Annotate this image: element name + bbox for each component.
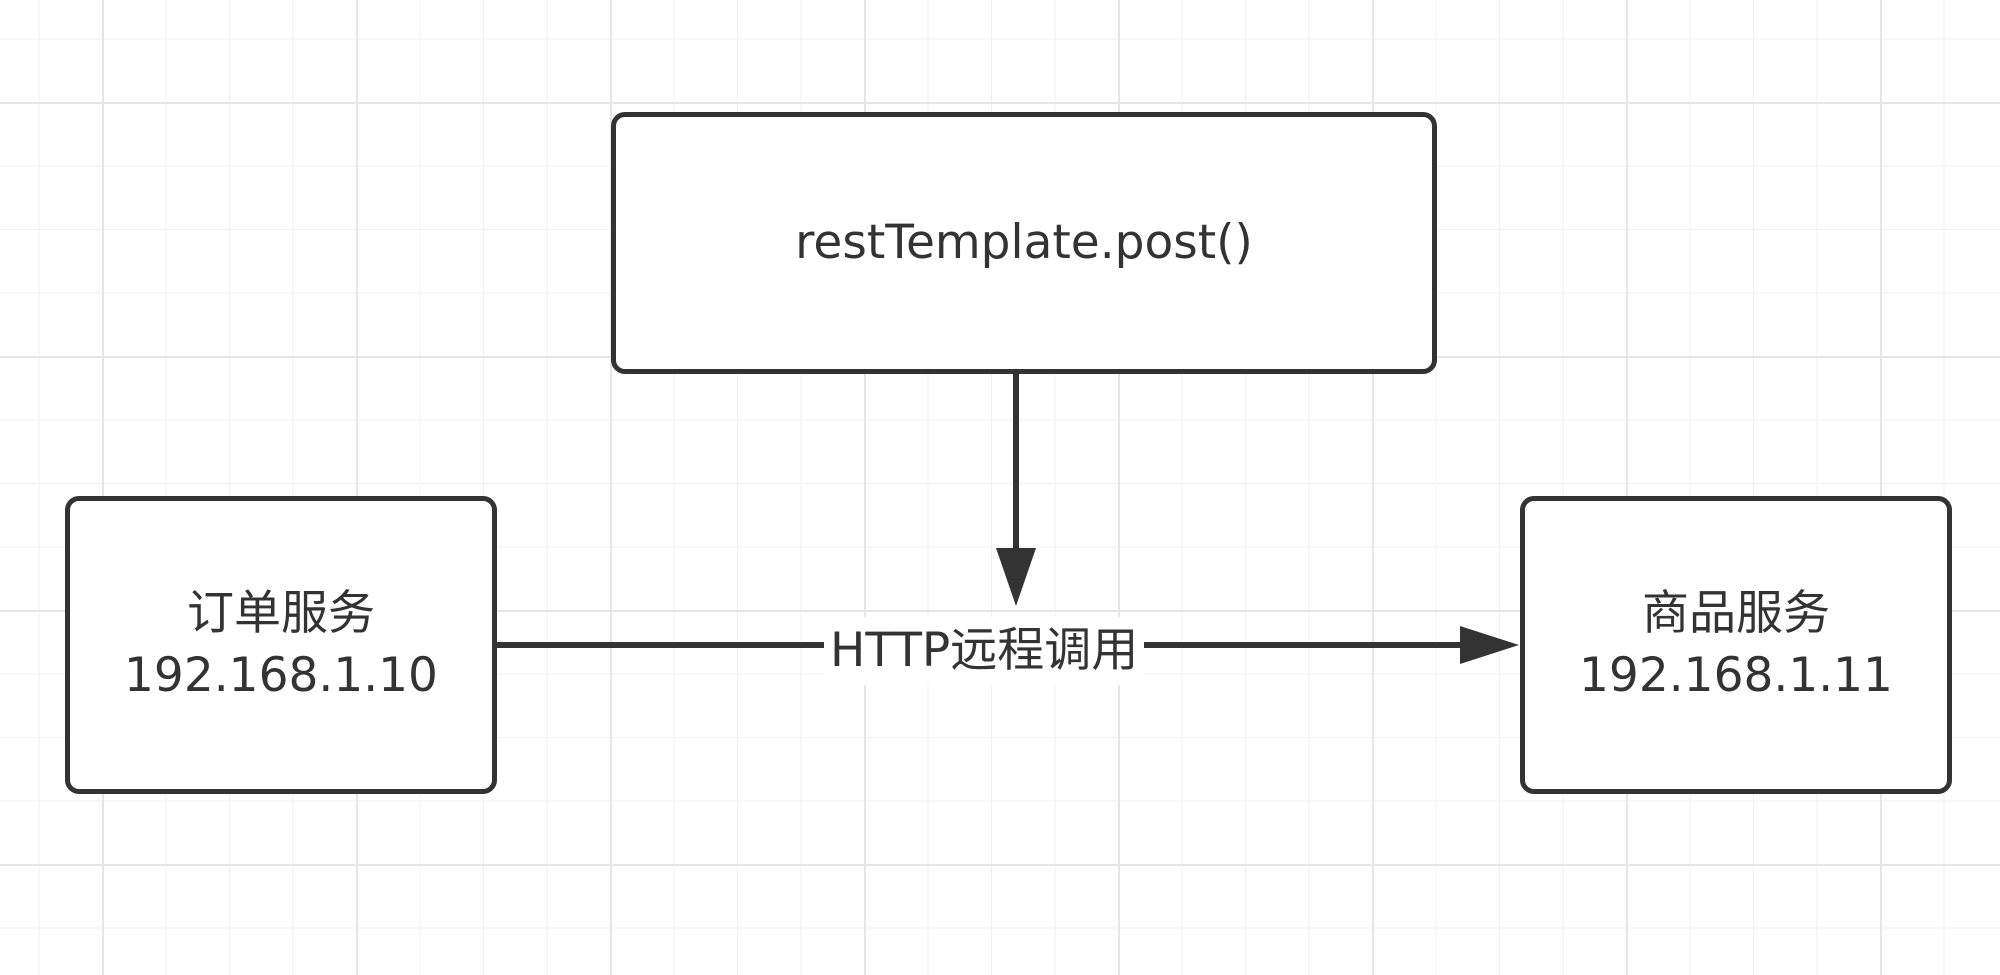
order-to-product-arrowhead — [1460, 626, 1519, 664]
order-service-ip: 192.168.1.10 — [124, 648, 438, 703]
product-service-ip: 192.168.1.11 — [1579, 648, 1893, 703]
order-service-name: 订单服务 — [187, 586, 375, 641]
method-node[interactable]: restTemplate.post() — [611, 112, 1437, 374]
method-to-call-arrowhead — [996, 548, 1036, 606]
product-service-name: 商品服务 — [1642, 586, 1830, 641]
method-node-label: restTemplate.post() — [795, 215, 1253, 270]
product-service-node[interactable]: 商品服务 192.168.1.11 — [1520, 496, 1952, 794]
http-call-edge-label: HTTP远程调用 — [824, 617, 1145, 685]
order-service-node[interactable]: 订单服务 192.168.1.10 — [65, 496, 497, 794]
